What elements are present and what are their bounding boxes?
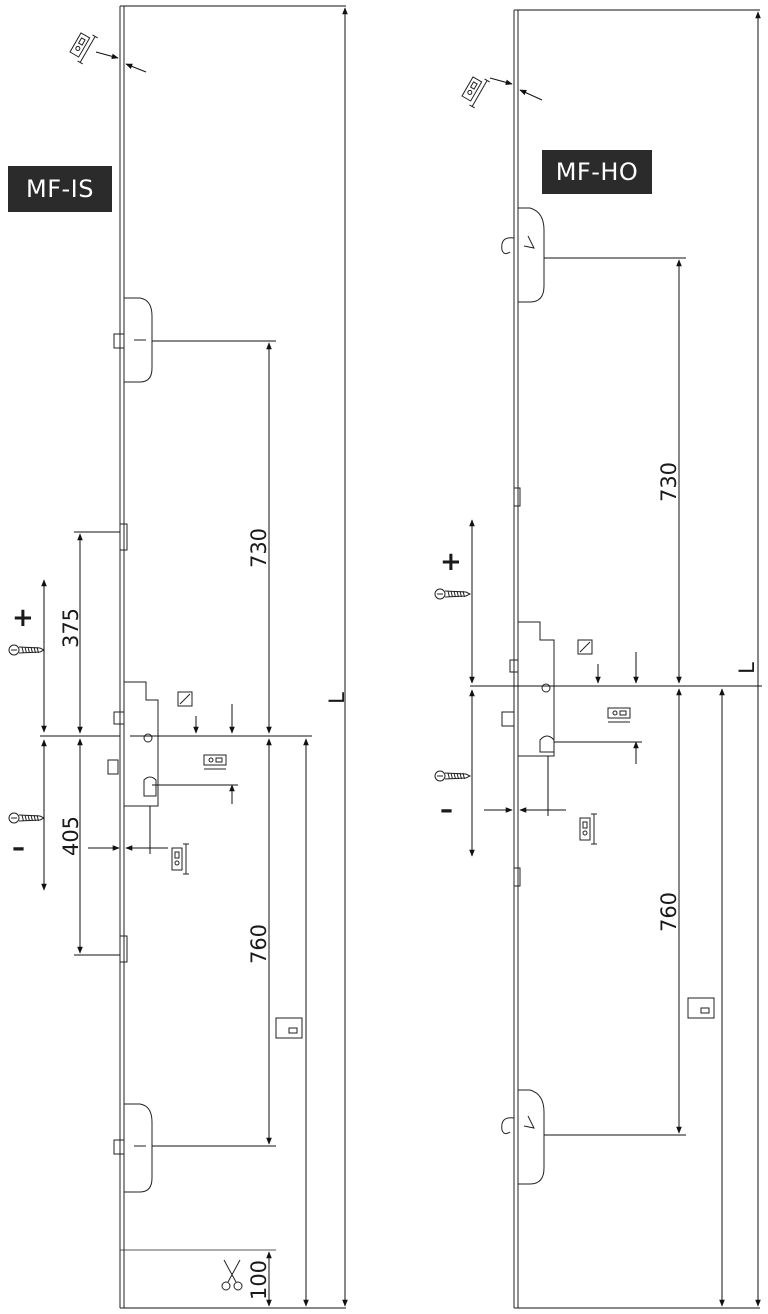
dim-760-left: 760 <box>247 924 271 964</box>
adjust-plus-right: + <box>440 547 462 577</box>
mf-is-text: 730 760 100 375 405 L + – <box>12 528 349 1300</box>
screw-icon <box>434 770 472 782</box>
adjust-minus-right: – <box>440 795 453 825</box>
lower-lock-point <box>123 1103 153 1193</box>
dim-730-right: 730 <box>657 462 681 502</box>
keeper-icon <box>607 707 631 723</box>
icon-layer <box>8 32 715 1291</box>
faceplate-profile-icon <box>687 997 715 1019</box>
mf-is-drawing <box>107 5 276 1309</box>
faceplate-profile-icon <box>461 76 490 109</box>
centre-case <box>123 681 159 807</box>
adjust-plus-left: + <box>12 603 34 633</box>
dim-l-right: L <box>735 662 759 674</box>
screw-icon <box>434 588 472 600</box>
faceplate-profile-icon <box>171 843 189 875</box>
centre-case <box>517 621 555 757</box>
dim-730-left: 730 <box>247 528 271 568</box>
faceplate <box>513 9 519 1309</box>
square-spindle-icon <box>177 691 193 707</box>
faceplate-profile-icon <box>69 32 98 65</box>
dim-100: 100 <box>247 1260 271 1300</box>
mf-ho-dimensions <box>469 9 762 1309</box>
faceplate-profile-icon <box>579 813 597 845</box>
dim-405: 405 <box>59 816 83 856</box>
screw-icon <box>8 812 46 824</box>
faceplate-profile-icon <box>275 1017 303 1039</box>
upper-lock-point <box>123 297 153 383</box>
lower-hook-point <box>517 1089 545 1185</box>
square-spindle-icon <box>577 639 593 655</box>
mf-ho-drawing <box>501 9 555 1309</box>
dim-l-left: L <box>325 692 349 704</box>
dim-375: 375 <box>59 608 83 648</box>
keeper-icon <box>203 754 227 770</box>
faceplate <box>119 5 125 1309</box>
scissors-icon <box>221 1259 243 1291</box>
dim-760-right: 760 <box>657 892 681 932</box>
upper-hook-point <box>517 207 545 303</box>
mf-ho-text: 730 760 L + – <box>440 462 759 932</box>
adjust-minus-left: – <box>12 833 25 863</box>
variant-label-mf-is: MF-IS <box>8 166 112 212</box>
mf-is-dimensions <box>40 5 348 1309</box>
variant-label-mf-ho: MF-HO <box>542 150 652 194</box>
screw-icon <box>8 644 46 656</box>
